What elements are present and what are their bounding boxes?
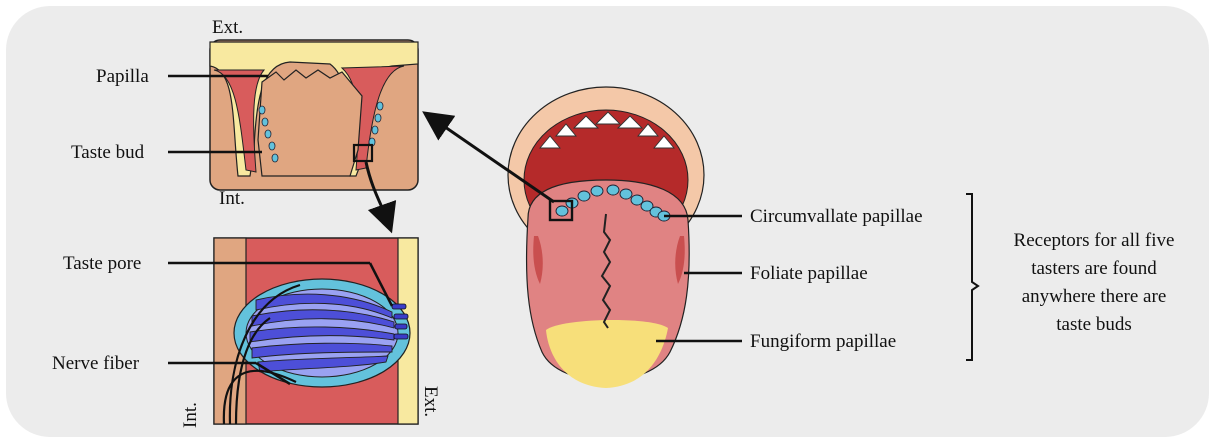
taste-bud-detail bbox=[214, 238, 418, 424]
label-nerve-fiber: Nerve fiber bbox=[52, 353, 140, 374]
label-ext-top: Ext. bbox=[212, 17, 243, 38]
label-circumvallate: Circumvallate papillae bbox=[750, 206, 923, 227]
papilla-cross-section bbox=[210, 40, 418, 190]
bracket bbox=[966, 194, 978, 360]
note-line-3: anywhere there are bbox=[1022, 286, 1167, 307]
label-fungiform: Fungiform papillae bbox=[750, 331, 896, 352]
label-papilla: Papilla bbox=[96, 66, 149, 87]
note-line-4: taste buds bbox=[1056, 314, 1131, 335]
note-line-1: Receptors for all five bbox=[1014, 230, 1175, 251]
label-foliate: Foliate papillae bbox=[750, 263, 868, 284]
tongue-tip bbox=[546, 320, 668, 388]
label-ext-bottom: Ext. bbox=[420, 386, 441, 417]
mouth-and-tongue bbox=[508, 87, 704, 388]
label-taste-pore: Taste pore bbox=[63, 253, 141, 274]
label-taste-bud: Taste bud bbox=[71, 142, 145, 163]
note-line-2: tasters are found bbox=[1031, 258, 1157, 279]
label-int-top: Int. bbox=[219, 188, 245, 209]
label-int-bottom: Int. bbox=[180, 402, 201, 428]
